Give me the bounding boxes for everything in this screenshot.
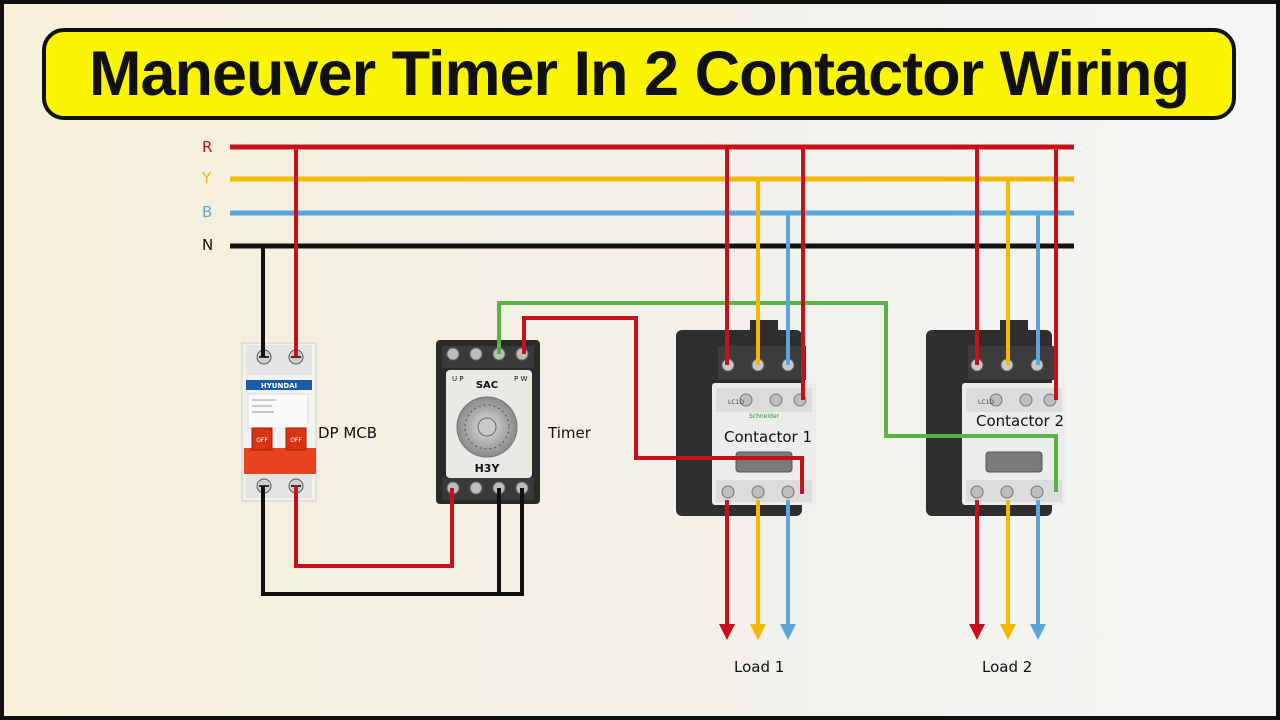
bus-label-r: R [202, 138, 212, 156]
timer-relay: U P P W SAC H3Y [436, 340, 540, 504]
wires [261, 147, 1058, 640]
timer-brand: SAC [476, 380, 498, 391]
mcb-toggle-right: OFF [290, 437, 302, 444]
dp-mcb: HYUNDAI OFF OFF [241, 342, 317, 502]
wire-timer-to-contactor-2-coil [497, 301, 1058, 492]
title-banner: Maneuver Timer In 2 Contactor Wiring [42, 28, 1236, 120]
timer-model: H3Y [475, 462, 501, 475]
bus-bars [230, 144, 1074, 249]
contactor-1-label: Contactor 1 [724, 428, 812, 446]
contactor-2-model: LC1D [978, 399, 994, 406]
contactor-1-model: LC1D [728, 399, 744, 406]
contactor-1-brand: Schneider [749, 413, 780, 420]
contactor-2-label: Contactor 2 [976, 412, 1064, 430]
mcb-label: DP MCB [318, 424, 377, 442]
wire-timer-to-contactor-1-coil [522, 316, 804, 494]
contactor-2: LC1D [926, 320, 1066, 516]
timer-label: Timer [547, 424, 592, 442]
load-2-label: Load 2 [982, 658, 1032, 676]
wire-mcb-phase-out [294, 486, 454, 568]
mcb-brand: HYUNDAI [261, 382, 297, 390]
load-1-label: Load 1 [734, 658, 784, 676]
bus-label-y: Y [201, 169, 212, 187]
bus-label-b: B [202, 203, 212, 221]
mcb-toggle-left: OFF [256, 437, 268, 444]
timer-up: U P [452, 375, 464, 383]
diagram-title: Maneuver Timer In 2 Contactor Wiring [89, 39, 1190, 109]
wire-mcb-neutral-out [261, 486, 524, 596]
bus-label-n: N [202, 236, 213, 254]
contactor-1: Schneider LC1D [676, 320, 816, 516]
timer-pw: P W [514, 375, 527, 383]
